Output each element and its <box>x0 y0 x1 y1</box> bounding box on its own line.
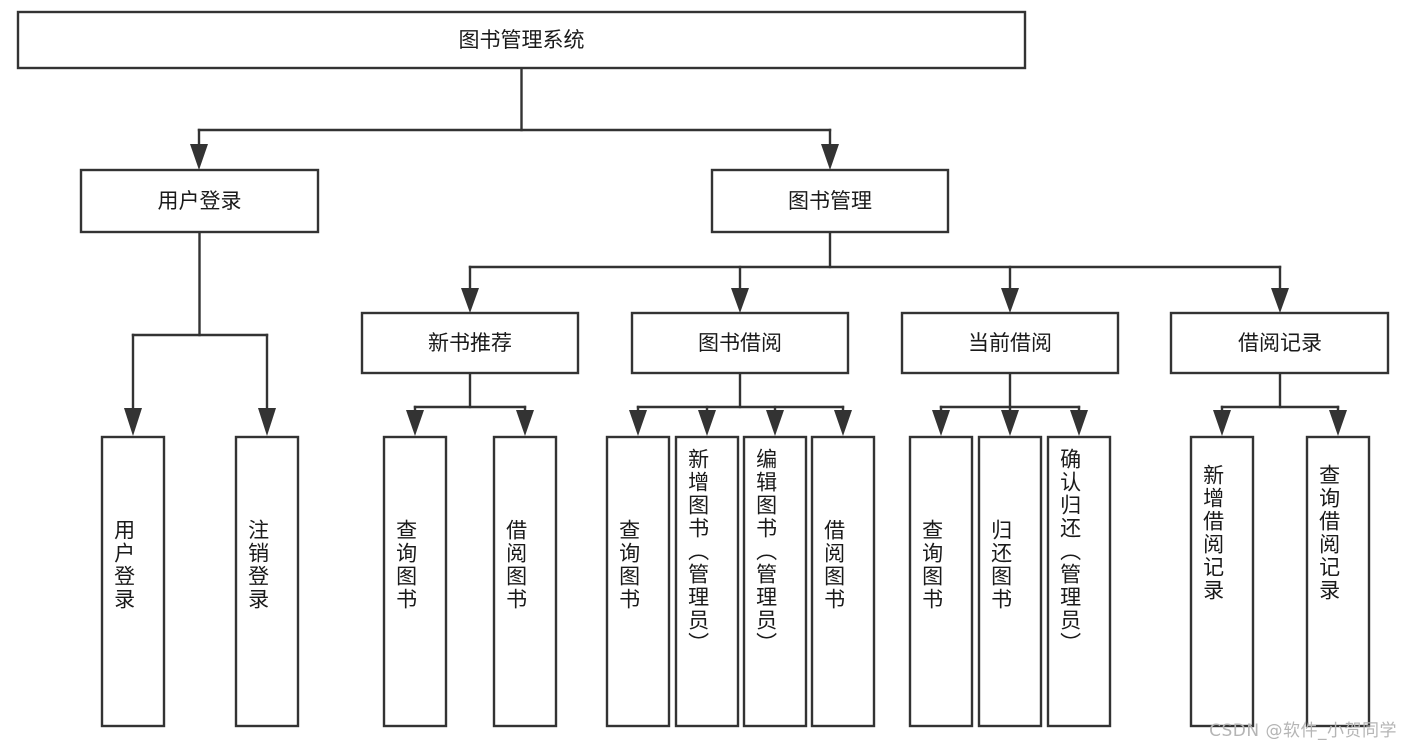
arrowhead-book-manage <box>821 144 839 170</box>
arrowhead-leaf-borrow-book-1 <box>516 410 534 436</box>
arrowhead-leaf-user-logout <box>258 408 276 436</box>
arrowhead-new-book-rec <box>461 288 479 313</box>
node-user-login-label: 用户登录 <box>158 189 242 213</box>
node-leaf-borrow-book-1-box[interactable] <box>492 435 558 728</box>
node-book-borrow[interactable]: 图书借阅 <box>630 311 850 375</box>
node-leaf-query-book-2-box[interactable] <box>605 435 671 728</box>
arrowhead-current-borrow <box>1001 288 1019 313</box>
node-leaf-user-login-box[interactable] <box>100 435 166 728</box>
node-book-borrow-label: 图书借阅 <box>698 331 782 355</box>
arrowhead-leaf-query-record <box>1329 410 1347 436</box>
arrowhead-leaf-edit-book <box>766 410 784 436</box>
node-new-book-rec-box[interactable] <box>360 311 580 375</box>
node-leaf-edit-book-box[interactable] <box>742 435 808 728</box>
arrowhead-leaf-confirm-return <box>1070 410 1088 436</box>
arrowhead-leaf-query-book-3 <box>932 410 950 436</box>
node-root[interactable]: 图书管理系统 <box>16 10 1027 70</box>
node-book-manage-label: 图书管理 <box>788 189 872 213</box>
node-borrow-record[interactable]: 借阅记录 <box>1169 311 1390 375</box>
node-book-borrow-box[interactable] <box>630 311 850 375</box>
node-leaf-borrow-book-2-box[interactable] <box>810 435 876 728</box>
node-leaf-confirm-return-box[interactable] <box>1046 435 1112 728</box>
arrowhead-book-borrow <box>731 288 749 313</box>
connector-group-current-borrow <box>932 371 1088 436</box>
node-current-borrow-box[interactable] <box>900 311 1120 375</box>
node-root-label: 图书管理系统 <box>459 28 585 52</box>
node-leaf-user-logout-box[interactable] <box>234 435 300 728</box>
connector-group-book-borrow <box>629 371 852 436</box>
arrowhead-leaf-add-book <box>698 410 716 436</box>
node-current-borrow-label: 当前借阅 <box>968 331 1052 355</box>
arrowhead-leaf-add-record <box>1213 410 1231 436</box>
node-user-login[interactable]: 用户登录 <box>79 168 320 234</box>
node-leaf-query-record-box[interactable] <box>1305 435 1371 728</box>
node-borrow-record-label: 借阅记录 <box>1238 331 1322 355</box>
node-current-borrow[interactable]: 当前借阅 <box>900 311 1120 375</box>
node-book-manage-box[interactable] <box>710 168 950 234</box>
connector-group-user-login <box>124 230 276 436</box>
csdn-watermark: CSDN @软件_小贺同学 <box>1209 721 1397 741</box>
node-new-book-rec[interactable]: 新书推荐 <box>360 311 580 375</box>
connector-group-borrow-record <box>1213 371 1347 436</box>
node-root-box[interactable] <box>16 10 1027 70</box>
arrowhead-leaf-borrow-book-2 <box>834 410 852 436</box>
node-leaf-add-book-box[interactable] <box>674 435 740 728</box>
arrowhead-borrow-record <box>1271 288 1289 313</box>
connector-group-root <box>190 66 839 170</box>
node-leaf-query-book-1-box[interactable] <box>382 435 448 728</box>
arrowhead-leaf-return-book <box>1001 410 1019 436</box>
connector-group-new-book-rec <box>406 371 534 436</box>
arrowhead-leaf-query-book-1 <box>406 410 424 436</box>
arrowhead-leaf-query-book-2 <box>629 410 647 436</box>
node-new-book-rec-label: 新书推荐 <box>428 331 512 355</box>
node-user-login-box[interactable] <box>79 168 320 234</box>
arrowhead-leaf-user-login <box>124 408 142 436</box>
arrowhead-user-login <box>190 144 208 170</box>
node-leaf-add-record-box[interactable] <box>1189 435 1255 728</box>
node-leaf-return-book-box[interactable] <box>977 435 1043 728</box>
node-leaf-query-book-3-box[interactable] <box>908 435 974 728</box>
connector-group-book-manage <box>461 230 1289 313</box>
node-book-manage[interactable]: 图书管理 <box>710 168 950 234</box>
node-borrow-record-box[interactable] <box>1169 311 1390 375</box>
